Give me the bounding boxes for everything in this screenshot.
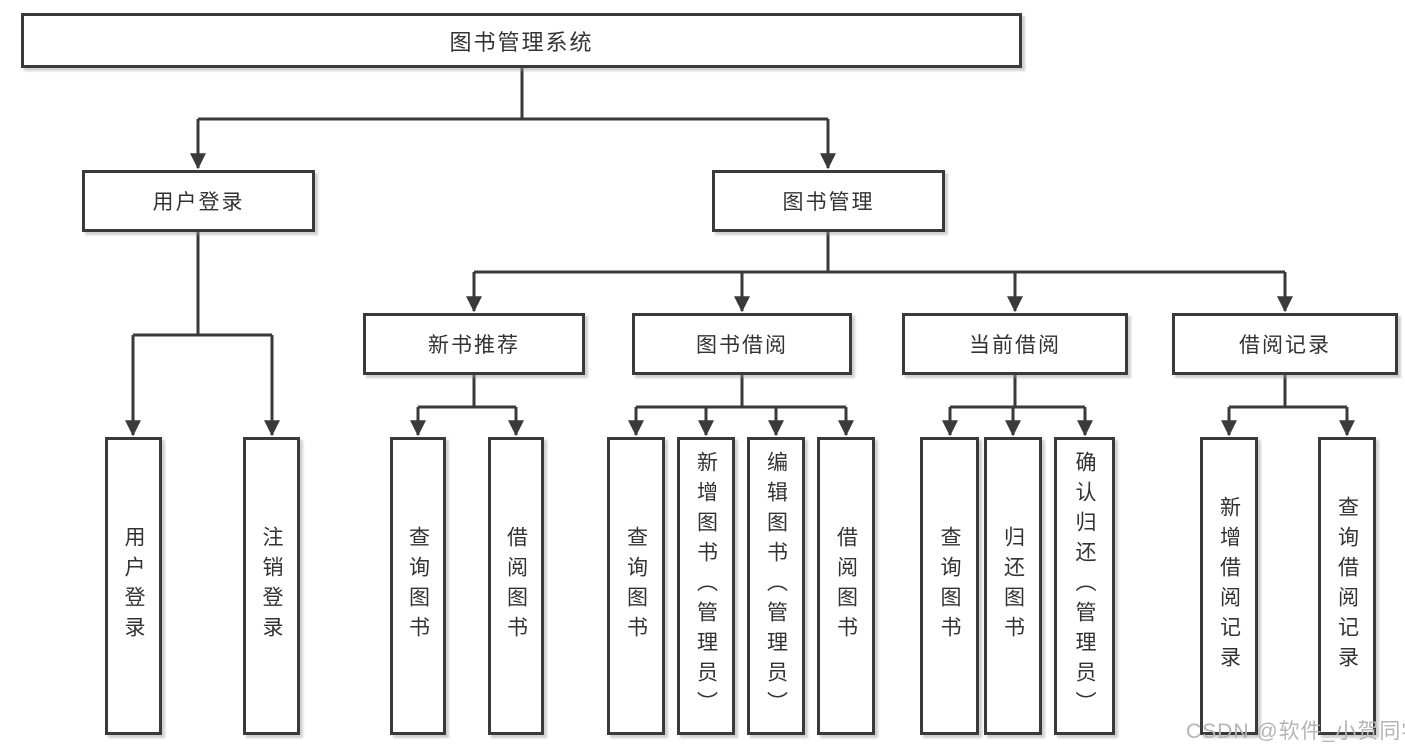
leaf-add-borrow-record: 新增借阅记录 — [1200, 437, 1258, 735]
node-book-management-label: 图书管理 — [782, 191, 875, 214]
leaf-return-book-label: 归还图书 — [1001, 526, 1025, 646]
leaf-logout: 注销登录 — [243, 437, 300, 735]
leaf-query-books-current-label: 查询图书 — [938, 526, 961, 646]
leaf-borrow-book-recommend: 借阅图书 — [488, 437, 544, 735]
node-system-root: 图书管理系统 — [21, 13, 1022, 68]
node-borrow-records: 借阅记录 — [1172, 313, 1398, 375]
node-current-borrow: 当前借阅 — [902, 313, 1128, 375]
leaf-user-login-label: 用户登录 — [122, 526, 145, 646]
leaf-borrow-book-recommend-label: 借阅图书 — [504, 526, 528, 646]
node-system-root-label: 图书管理系统 — [449, 29, 594, 55]
node-new-book-recommend-label: 新书推荐 — [428, 334, 520, 357]
leaf-query-books-borrow: 查询图书 — [607, 437, 665, 735]
csdn-watermark: CSDN @软件_小贺同学 — [1186, 720, 1405, 743]
leaf-query-books-recommend: 查询图书 — [390, 437, 446, 735]
leaf-confirm-return-admin-label: 确认归还（管理员） — [1073, 451, 1096, 721]
leaf-edit-book-admin-label: 编辑图书（管理员） — [764, 451, 788, 721]
leaf-query-borrow-record-label: 查询借阅记录 — [1335, 496, 1359, 676]
node-new-book-recommend: 新书推荐 — [363, 313, 585, 375]
leaf-add-book-admin: 新增图书（管理员） — [677, 437, 735, 735]
leaf-query-books-current: 查询图书 — [920, 437, 979, 735]
node-book-management: 图书管理 — [712, 170, 945, 232]
leaf-add-borrow-record-label: 新增借阅记录 — [1217, 496, 1241, 676]
leaf-query-books-borrow-label: 查询图书 — [624, 526, 648, 646]
leaf-logout-label: 注销登录 — [260, 526, 283, 646]
node-book-borrow-label: 图书借阅 — [696, 334, 788, 357]
leaf-query-books-recommend-label: 查询图书 — [406, 526, 430, 646]
leaf-return-book: 归还图书 — [984, 437, 1042, 735]
node-current-borrow-label: 当前借阅 — [969, 334, 1061, 357]
leaf-edit-book-admin: 编辑图书（管理员） — [747, 437, 805, 735]
leaf-add-book-admin-label: 新增图书（管理员） — [694, 451, 718, 721]
node-borrow-records-label: 借阅记录 — [1239, 334, 1331, 357]
leaf-confirm-return-admin: 确认归还（管理员） — [1054, 437, 1115, 735]
node-user-login-label: 用户登录 — [152, 191, 245, 214]
leaf-user-login: 用户登录 — [105, 437, 162, 735]
node-book-borrow: 图书借阅 — [632, 313, 852, 375]
node-user-login: 用户登录 — [82, 170, 315, 232]
leaf-query-borrow-record: 查询借阅记录 — [1318, 437, 1376, 735]
leaf-borrow-book-label: 借阅图书 — [834, 526, 858, 646]
leaf-borrow-book: 借阅图书 — [817, 437, 875, 735]
